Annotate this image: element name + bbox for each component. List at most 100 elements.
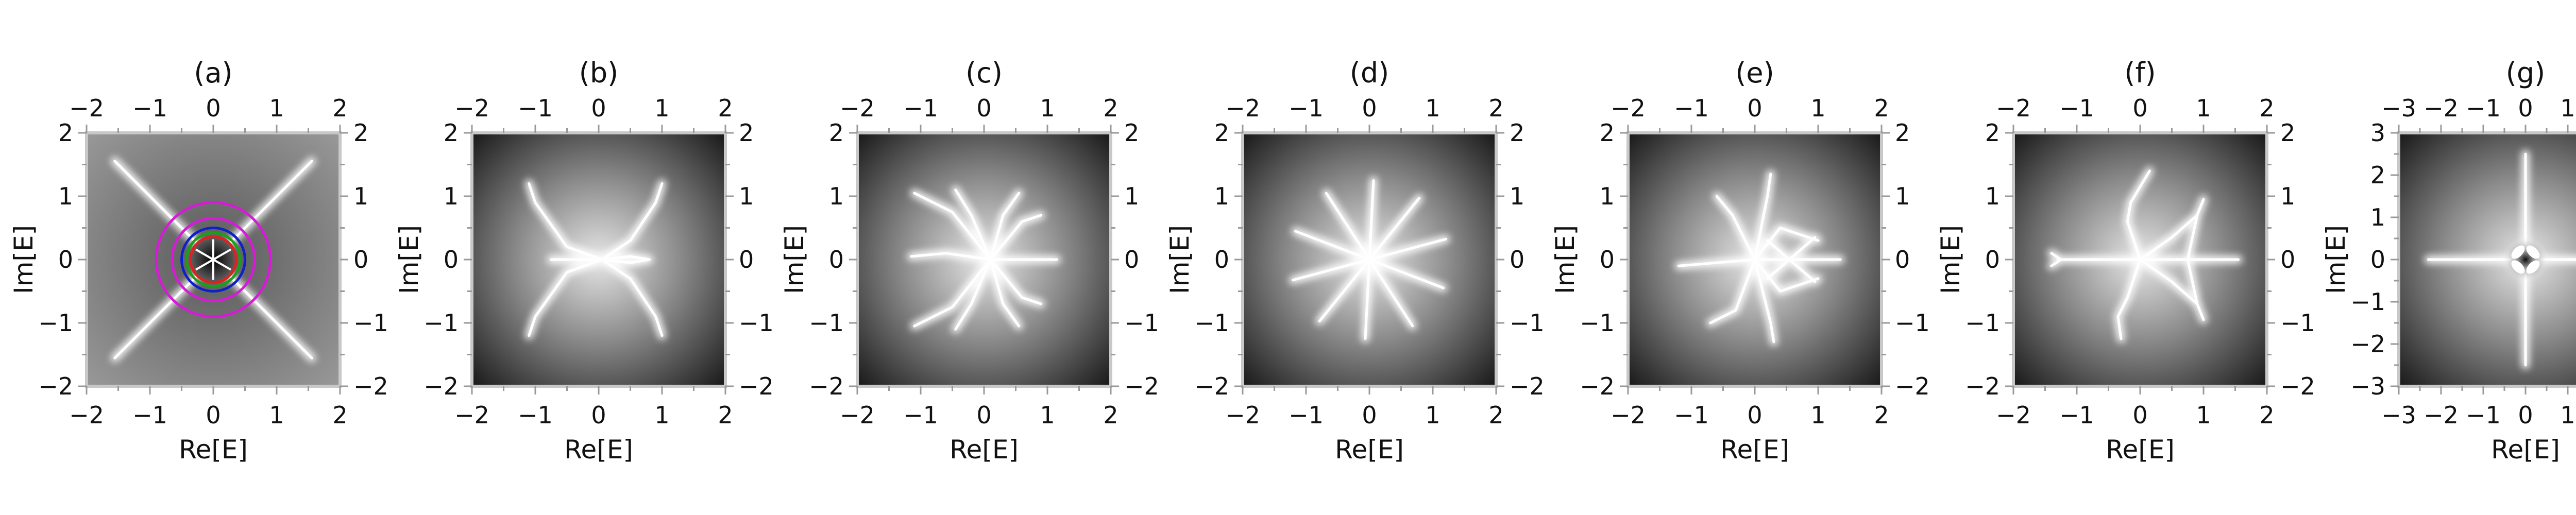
xtick-label-top: 0 bbox=[206, 94, 221, 122]
branch-cut-6 bbox=[1318, 258, 1371, 322]
branch-cut-1 bbox=[528, 182, 603, 261]
ytick-label-right: 1 bbox=[1895, 182, 1910, 210]
ytick-label-right: −2 bbox=[353, 372, 388, 400]
ytick-label-left: 0 bbox=[58, 246, 73, 273]
xtick-label-top: 0 bbox=[976, 94, 991, 122]
ytick-label-right: 0 bbox=[353, 246, 368, 273]
ytick-label-left: 0 bbox=[829, 246, 844, 273]
xtick-label-top: −2 bbox=[1611, 94, 1646, 122]
ytick-label-right: 1 bbox=[1124, 182, 1139, 210]
x-axis-label: Re[E] bbox=[2491, 435, 2560, 465]
branch-cut-3 bbox=[1753, 173, 1772, 261]
core-lobe-3 bbox=[2526, 260, 2540, 274]
xtick-label-bottom: 1 bbox=[2196, 401, 2211, 429]
ytick-label-left: −2 bbox=[1580, 372, 1615, 400]
ytick-label-left: 2 bbox=[1600, 119, 1615, 147]
ytick-label-right: 2 bbox=[1124, 119, 1139, 147]
ytick-label-left: −2 bbox=[38, 372, 73, 400]
xtick-label-top: 2 bbox=[718, 94, 733, 122]
branch-cut-3 bbox=[600, 258, 664, 337]
contour-circle-3 bbox=[185, 231, 242, 288]
ytick-label-right: 1 bbox=[739, 182, 754, 210]
contour-circle-2 bbox=[180, 227, 246, 293]
ticks bbox=[2391, 125, 2569, 394]
branch-lines bbox=[910, 188, 1058, 331]
panel-label: (d) bbox=[1350, 57, 1389, 89]
ytick-label-right: −1 bbox=[739, 309, 774, 337]
ytick-label-right: 2 bbox=[739, 119, 754, 147]
xtick-label-bottom: −1 bbox=[132, 401, 167, 429]
branch-cut-4 bbox=[1294, 230, 1371, 261]
branch-cut-2 bbox=[1368, 179, 1375, 261]
contour-circle-0 bbox=[155, 201, 272, 318]
ytick-label-right: 2 bbox=[1510, 119, 1524, 147]
branch-cut-6 bbox=[2139, 258, 2205, 321]
xtick-label-bottom: 0 bbox=[976, 401, 991, 429]
branch-cut-8 bbox=[989, 214, 1043, 261]
branch-cut-4 bbox=[2116, 258, 2142, 340]
ytick-label-left: 0 bbox=[1214, 246, 1229, 273]
xtick-label-top: 0 bbox=[591, 94, 606, 122]
ticks bbox=[1620, 125, 1890, 394]
branch-cut-4 bbox=[600, 255, 651, 261]
branch-cut-7 bbox=[989, 258, 1021, 328]
ticks bbox=[2005, 125, 2275, 394]
ytick-label-left: −1 bbox=[1194, 309, 1229, 337]
branch-cut-9 bbox=[1766, 236, 1817, 280]
branch-cut-6 bbox=[1753, 258, 1820, 293]
ytick-label-left: 0 bbox=[2370, 246, 2385, 273]
xtick-label-top: 0 bbox=[2518, 94, 2533, 122]
branch-cut-6 bbox=[989, 192, 1021, 261]
ytick-label-right: 0 bbox=[2280, 246, 2295, 273]
xtick-label-top: −1 bbox=[2059, 94, 2094, 122]
core-lobe-0 bbox=[2526, 245, 2540, 259]
core-spoke-5 bbox=[213, 259, 232, 271]
branch-lines bbox=[2050, 169, 2240, 340]
xtick-label-top: −1 bbox=[2466, 94, 2501, 122]
panel-label: (b) bbox=[579, 57, 618, 89]
xtick-label-bottom: −1 bbox=[518, 401, 553, 429]
ytick-label-left: 1 bbox=[829, 182, 844, 210]
ytick-label-right: 2 bbox=[353, 119, 368, 147]
xtick-label-top: 0 bbox=[2132, 94, 2147, 122]
branch-lines bbox=[1292, 179, 1447, 340]
ytick-label-right: 1 bbox=[1510, 182, 1524, 210]
central-core bbox=[2502, 236, 2549, 283]
core-lobe-2 bbox=[2511, 260, 2525, 274]
ticks bbox=[464, 125, 734, 394]
plot-area bbox=[87, 133, 340, 386]
xtick-label-bottom: −2 bbox=[1225, 401, 1260, 429]
ytick-label-left: 1 bbox=[1600, 182, 1615, 210]
xtick-label-top: 2 bbox=[1488, 94, 1503, 122]
y-axis-label: Im[E] bbox=[1165, 225, 1195, 294]
contour-circle-1 bbox=[171, 217, 256, 302]
panel-g: −3−3−3−3−2−2−2−2−1−1−1−10000111122223333… bbox=[2321, 57, 2576, 465]
xtick-label-bottom: 0 bbox=[206, 401, 221, 429]
xtick-label-top: −2 bbox=[69, 94, 104, 122]
xtick-label-bottom: 2 bbox=[2259, 401, 2274, 429]
xtick-label-top: −1 bbox=[1289, 94, 1324, 122]
ticks bbox=[78, 125, 348, 394]
core-spoke-0 bbox=[213, 248, 232, 261]
ytick-label-left: −1 bbox=[423, 309, 459, 337]
ytick-label-left: 0 bbox=[1600, 246, 1615, 273]
xtick-label-bottom: 0 bbox=[1747, 401, 1762, 429]
branch-cut-2 bbox=[600, 182, 664, 261]
xtick-label-top: 2 bbox=[2259, 94, 2274, 122]
branch-cut-3 bbox=[910, 252, 992, 261]
core-spoke-3 bbox=[195, 259, 214, 271]
ytick-label-left: 3 bbox=[2370, 119, 2385, 147]
ytick-label-left: −1 bbox=[38, 309, 73, 337]
ytick-label-left: 1 bbox=[1985, 182, 2000, 210]
xtick-label-bottom: 0 bbox=[1362, 401, 1377, 429]
ticks bbox=[1234, 125, 1504, 394]
x-axis-label: Re[E] bbox=[179, 435, 248, 465]
plot-area bbox=[2013, 133, 2267, 386]
core-spoke-2 bbox=[195, 248, 214, 261]
branch-cut-5 bbox=[1292, 258, 1371, 282]
